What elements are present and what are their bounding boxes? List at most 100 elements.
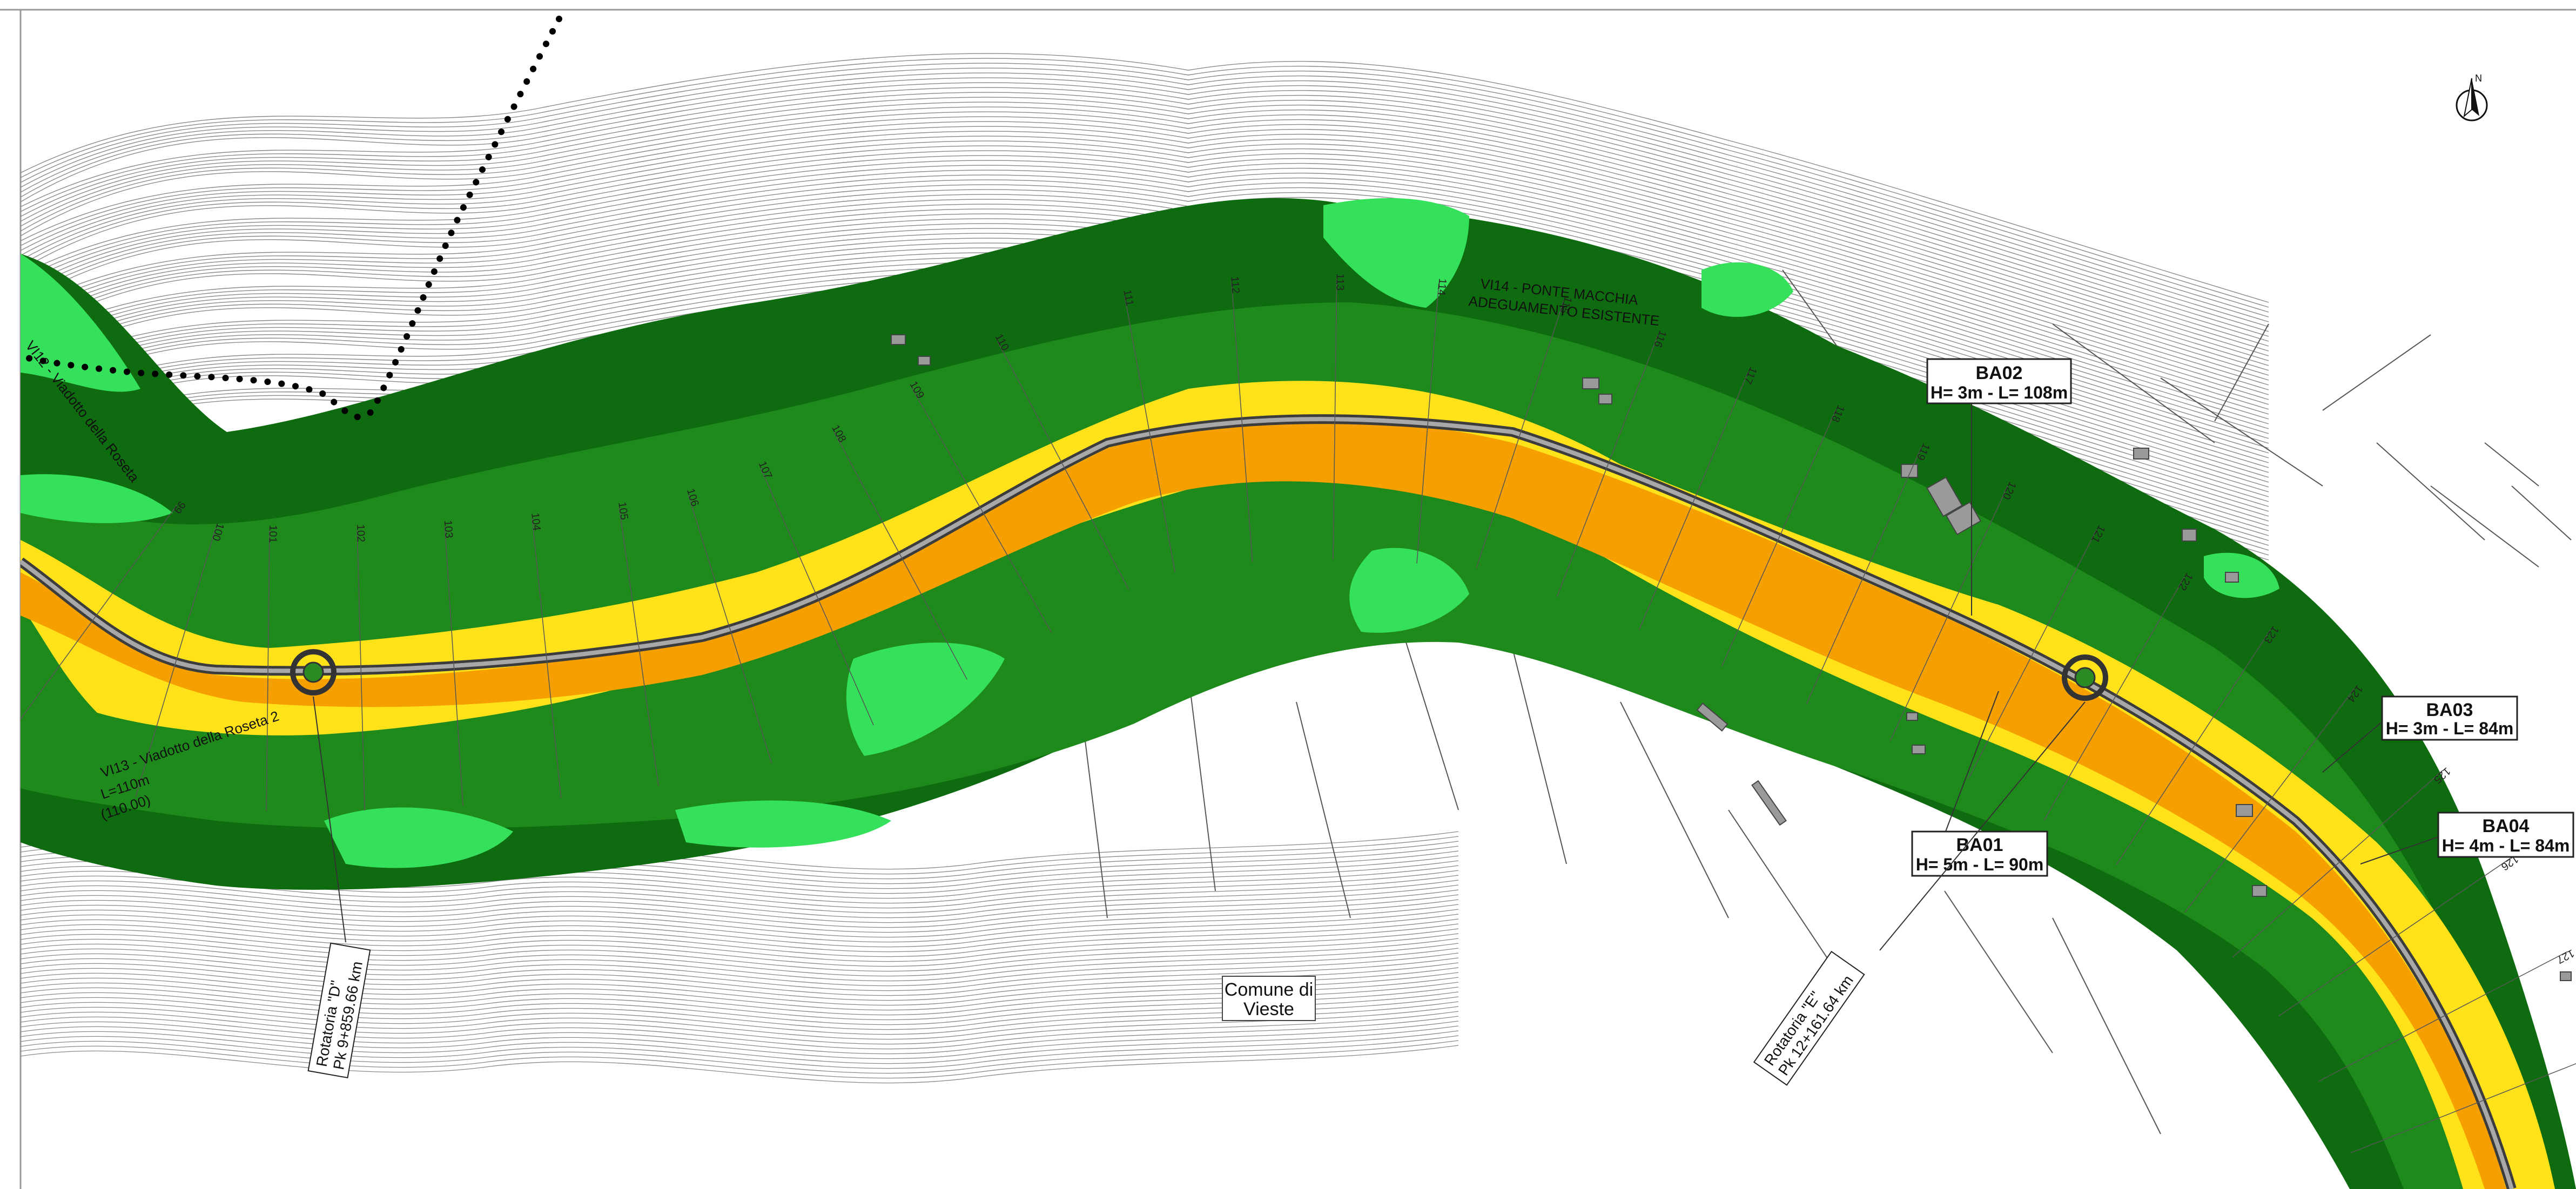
main-road: [21, 414, 2517, 1189]
chainage-number: 103: [442, 520, 455, 539]
band-light-patch: [1701, 262, 1793, 317]
cadastral-line: [2052, 323, 2215, 443]
contour-line: [21, 1040, 1459, 1079]
chainage-tick: [266, 530, 270, 812]
barrier-callout-ba02: BA02 H= 3m - L= 108m: [1926, 358, 2072, 616]
contour-line: [21, 160, 2269, 410]
cadastral-line: [2484, 442, 2539, 487]
barrier-callout-ba03: BA03 H= 3m - L= 84m: [2322, 695, 2518, 773]
contour-line: [21, 184, 2269, 434]
band-mid-green: [21, 302, 2539, 1189]
barrier-dims: H= 4m - L= 84m: [2442, 836, 2570, 855]
barrier-code: BA01: [1956, 835, 2003, 855]
contour-line: [21, 972, 1459, 1011]
chainage-number: 127: [2555, 947, 2576, 966]
contour-line: [21, 899, 1459, 938]
contour-line: [21, 145, 2269, 395]
chainage-tick: [833, 431, 967, 680]
chainage-tick: [135, 527, 217, 797]
contour-line: [21, 1016, 1459, 1055]
contour-line: [21, 131, 2269, 381]
chainage-tick: [688, 495, 772, 764]
cadastral-line: [1404, 637, 1459, 810]
barrier-code: BA03: [2426, 700, 2473, 720]
contour-line: [21, 102, 2269, 352]
contour-line: [21, 97, 2269, 347]
barrier-code: BA02: [1976, 363, 2023, 383]
chainage-tick: [2232, 770, 2443, 958]
comune-line1: Comune di: [1225, 979, 1313, 1000]
chainage-tick: [532, 518, 562, 798]
band-light-patch: [21, 474, 173, 523]
chainage-tick: [760, 468, 874, 726]
contour-line: [21, 923, 1459, 962]
chainage-tick: [2184, 688, 2355, 913]
contour-line: [21, 72, 2269, 322]
chainage-tick: [1806, 447, 1922, 704]
contour-line: [21, 136, 2269, 386]
contour-line: [21, 933, 1459, 972]
chainage-number: 105: [616, 501, 630, 521]
chainage-tick: [444, 525, 463, 806]
contour-line: [21, 991, 1459, 1030]
chainage-tick: [357, 530, 365, 810]
contour-line: [21, 92, 2269, 342]
contour-line: [21, 67, 2269, 317]
contour-line: [21, 1001, 1459, 1040]
contour-line: [21, 63, 2269, 313]
chainage-tick: [2350, 1063, 2576, 1153]
contour-line: [21, 914, 1459, 952]
contour-line: [21, 170, 2269, 420]
band-light-patch: [21, 254, 140, 392]
chainage-tick: [1416, 283, 1440, 564]
contour-line: [21, 889, 1459, 928]
band-light-patch: [846, 643, 1005, 756]
contour-line: [21, 938, 1459, 977]
band-light-patch: [1323, 198, 1469, 308]
contour-line: [21, 1025, 1459, 1064]
chainage-tick: [2278, 857, 2511, 1017]
cadastral-line: [2052, 917, 2161, 1134]
contour-line: [21, 77, 2269, 327]
contour-line: [21, 904, 1459, 943]
roundabout-e-symbol: [2062, 654, 2108, 701]
chainage-number: 112: [1228, 276, 1241, 294]
contour-line: [21, 987, 1459, 1025]
band-light-patch: [2204, 552, 2279, 598]
svg-text:N: N: [2475, 73, 2482, 84]
chainage-tick: [1889, 485, 2008, 741]
contour-line: [21, 150, 2269, 400]
band-light-patch: [675, 800, 891, 848]
chainage-tick: [1333, 279, 1337, 560]
contour-line: [21, 996, 1459, 1035]
chainage-tick: [2116, 629, 2271, 865]
contour-line: [21, 174, 2269, 424]
barrier-dims: H= 3m - L= 84m: [2386, 719, 2514, 738]
barrier-dims: H= 5m - L= 90m: [1916, 855, 2044, 874]
contour-line: [21, 948, 1459, 987]
buildings: [891, 334, 2572, 981]
cadastral-line: [2376, 442, 2485, 541]
chainage-tick: [1124, 295, 1175, 572]
chainage-number: 101: [267, 525, 279, 543]
contour-line: [21, 155, 2269, 405]
chainage-tick: [618, 508, 659, 786]
chainage-tick: [1721, 409, 1837, 666]
chainage-number: 113: [1334, 273, 1346, 291]
barrier-callout-ba01: BA01 H= 5m - L= 90m: [1911, 691, 2048, 877]
contour-line: [21, 58, 2269, 308]
cadastral-line: [2322, 334, 2431, 411]
chainage-tick: [1476, 301, 1564, 568]
contour-line: [21, 82, 2269, 332]
contour-line: [21, 894, 1459, 933]
cadastral-line: [2160, 377, 2323, 487]
barrier-code: BA04: [2483, 816, 2530, 836]
band-orange: [21, 419, 2506, 1189]
contour-line: [21, 53, 2269, 303]
cadastral-line: [1188, 674, 1216, 891]
contour-line: [21, 962, 1459, 1001]
noise-bands: [21, 198, 2576, 1189]
contour-line: [21, 126, 2269, 376]
